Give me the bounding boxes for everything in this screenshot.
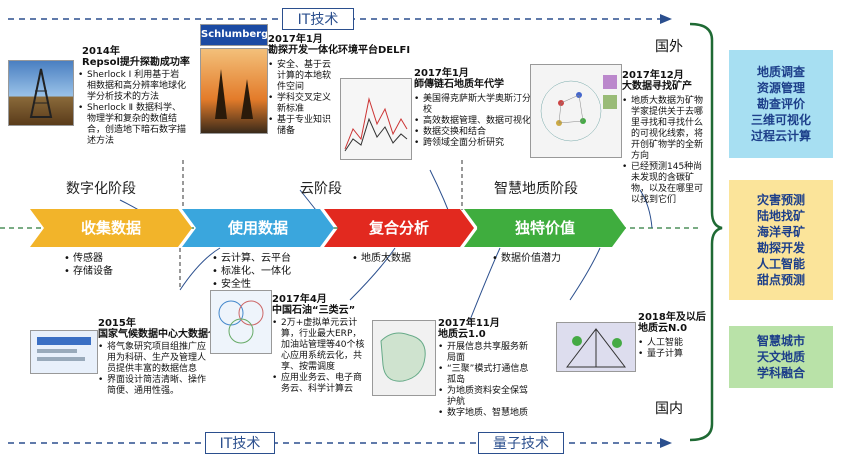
list-item: 学科交叉定义新标准 (268, 93, 338, 115)
list-item: 高效数据管理、数据可视化 (414, 116, 532, 127)
domestic-label: 国内 (655, 401, 683, 417)
event-delfi-body: 安全、基于云计算的本地软件空间 学科交叉定义新标准 基于专业知识储备 (268, 60, 338, 137)
side-box-future: 智慧城市天文地质学科融合 (729, 326, 833, 388)
stage-use-items: 云计算、云平台 标准化、一体化 安全性 (212, 252, 291, 291)
list-item: 传感器 (64, 252, 113, 265)
stage-value-items: 数据价值潜力 (492, 252, 561, 265)
list-item: 数据交换和结合 (414, 127, 532, 138)
oil-rig-image (8, 60, 74, 126)
event-climate-title: 2015年 国家气候数据中心大数据仓库 (98, 318, 228, 340)
list-item: 开展信息共享服务新局面 (438, 342, 536, 364)
list-item: 人工智能 (638, 338, 700, 349)
stage-value-label: 独特价值 (514, 219, 575, 237)
stage-arrow-value (464, 209, 626, 247)
phase-smart: 智慧地质阶段 (494, 181, 578, 197)
list-item: Sherlock Ⅱ 数据科学、物理学和复杂的数值结合，创造地下暗石数字描述方法 (78, 103, 188, 147)
stage-collect-label: 收集数据 (80, 219, 141, 237)
climate-data-image (30, 330, 98, 374)
schlumberger-logo: Schlumberger (200, 24, 268, 46)
list-item: 存储设备 (64, 265, 113, 278)
event-climate-body: 将气象研究项目组推广应用为科研、生产及管理人员提供丰富的数据信息 界面设计简洁清… (98, 342, 208, 397)
stage-arrow-use (182, 209, 334, 247)
list-item: 地质大数据为矿物学家提供关于去哪里寻找和寻找什么的可视化线索，将开创矿物学的全新… (622, 96, 704, 162)
event-geochron-title: 2017年1月 師傳链石地质年代学 (414, 68, 504, 90)
event-delfi-title: 2017年1月 勘探开发一体化环境平台DELFI (268, 34, 411, 56)
list-item: 美国得克萨斯大学奥斯汀分校 (414, 94, 532, 116)
it-tech-bottom-label: IT技术 (205, 432, 275, 454)
phase-cloud: 云阶段 (300, 181, 342, 197)
stage-collect-items: 传感器 存储设备 (64, 252, 113, 278)
list-item: 应用业务云、电子商务云、科学计算云 (272, 373, 370, 395)
event-repsol-title: 2014年 Repsol提升探勘成功率 (82, 46, 190, 68)
side-box-functions: 地质调查资源管理勘查评价三维可视化过程云计算 (729, 50, 833, 158)
list-item: 量子计算 (638, 349, 700, 360)
geo-cloud-n-image (556, 322, 636, 372)
side-box-applications: 灾害预测陆地找矿海洋寻矿勘探开发人工智能甜点预测 (729, 180, 833, 300)
event-minerals-body: 地质大数据为矿物学家提供关于去哪里寻找和寻找什么的可视化线索，将开创矿物学的全新… (622, 96, 704, 206)
geo-cloud-map-image (372, 320, 436, 396)
stage-arrows (30, 209, 626, 247)
event-geochron-body: 美国得克萨斯大学奥斯汀分校 高效数据管理、数据可视化 数据交换和结合 跨领域全面… (414, 94, 532, 149)
it-tech-top-label: IT技术 (282, 8, 354, 30)
list-item: 数字地质、智慧地质 (438, 408, 536, 419)
cloud-diagram-image (210, 290, 272, 354)
list-item: 安全、基于云计算的本地软件空间 (268, 60, 338, 93)
list-item: 安全性 (212, 278, 291, 291)
stage-arrow-collect (30, 209, 192, 247)
stage-composite-items: 地质大数据 (352, 252, 411, 265)
derricks-image (200, 48, 268, 134)
quantum-tech-label: 量子技术 (478, 432, 564, 454)
event-minerals-title: 2017年12月 大数据寻找矿产 (622, 70, 692, 92)
event-geocloudn-body: 人工智能 量子计算 (638, 338, 700, 360)
abroad-label: 国外 (655, 39, 683, 55)
list-item: 云计算、云平台 (212, 252, 291, 265)
list-item: 已经预测145种尚未发现的含碳矿物，以及在哪里可以找到它们 (622, 162, 704, 206)
geochronology-chart-image (340, 78, 412, 160)
list-item: 将气象研究项目组推广应用为科研、生产及管理人员提供丰富的数据信息 (98, 342, 208, 375)
event-geocloudn-title: 2018年及以后 地质云N.0 (638, 312, 706, 334)
list-item: “三聚”模式打通信息孤岛 (438, 364, 536, 386)
event-petro-body: 2万+虚拟单元云计算，行业最大ERP，加油站管理等40个核心应用系统云化，共享、… (272, 318, 370, 395)
list-item: 2万+虚拟单元云计算，行业最大ERP，加油站管理等40个核心应用系统云化，共享、… (272, 318, 370, 373)
phase-digital: 数字化阶段 (66, 181, 136, 197)
list-item: 地质大数据 (352, 252, 411, 265)
list-item: 数据价值潜力 (492, 252, 561, 265)
stage-use-label: 使用数据 (227, 219, 288, 237)
stage-arrow-composite (324, 209, 474, 247)
list-item: 基于专业知识储备 (268, 115, 338, 137)
list-item: 跨领域全面分析研究 (414, 138, 532, 149)
event-repsol-body: Sherlock Ⅰ 利用基于岩相数据和高分辨率地球化学分析技术的方法 Sher… (78, 70, 188, 147)
list-item: 标准化、一体化 (212, 265, 291, 278)
event-geocloud1-body: 开展信息共享服务新局面 “三聚”模式打通信息孤岛 为地质资料安全保驾护航 数字地… (438, 342, 536, 419)
mineral-network-image (530, 64, 622, 158)
list-item: 为地质资料安全保驾护航 (438, 386, 536, 408)
stage-composite-label: 复合分析 (368, 219, 429, 237)
event-petro-title: 2017年4月 中国石油“三类云” (272, 294, 356, 316)
list-item: Sherlock Ⅰ 利用基于岩相数据和高分辨率地球化学分析技术的方法 (78, 70, 188, 103)
list-item: 界面设计简洁清晰、操作简便、通用性强。 (98, 375, 208, 397)
event-geocloud1-title: 2017年11月 地质云1.0 (438, 318, 500, 340)
